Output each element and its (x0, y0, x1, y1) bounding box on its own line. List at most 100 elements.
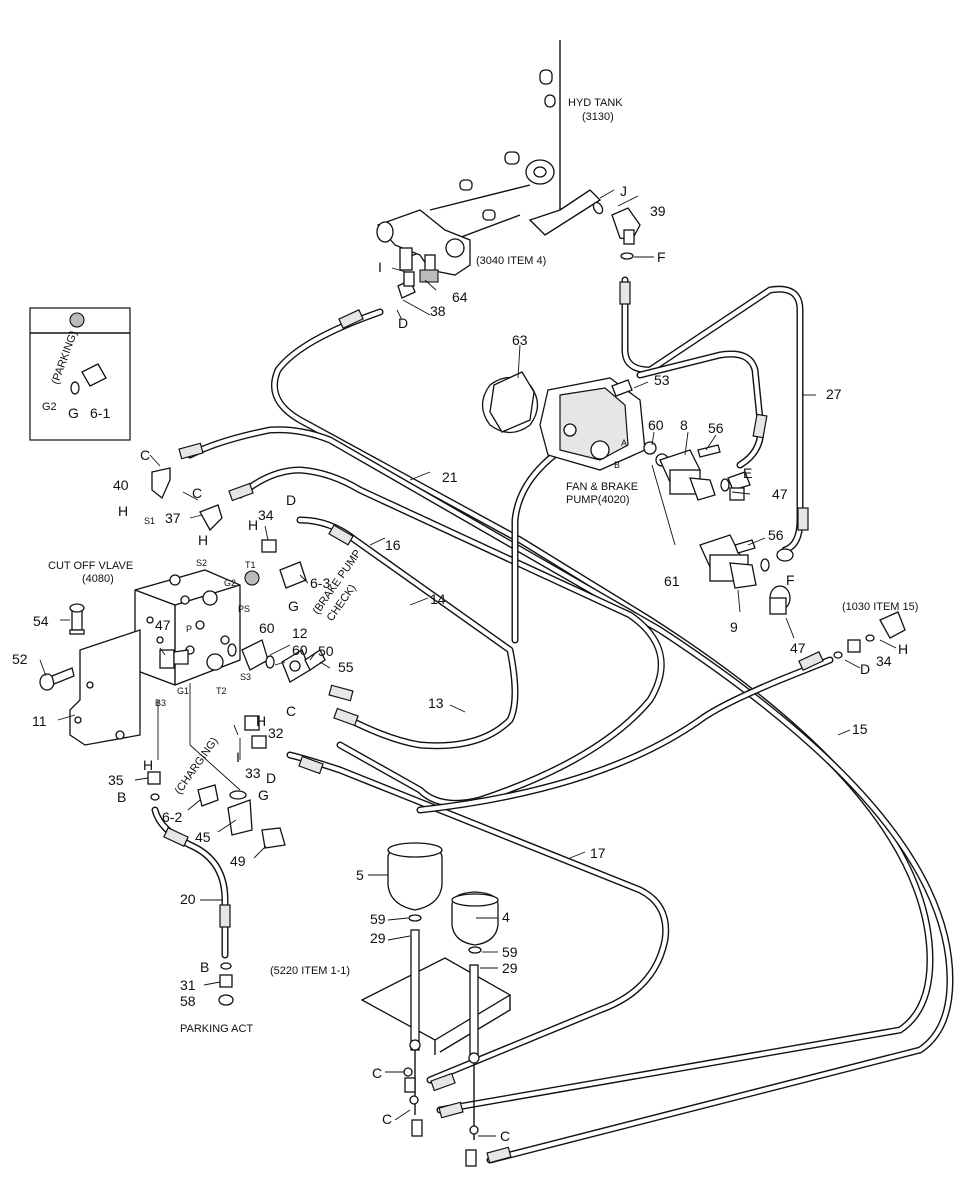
callout-15: 15 (852, 721, 868, 737)
label-cut-off: CUT OFF VLAVE (48, 560, 133, 572)
fittings-1030 (833, 611, 906, 659)
label-parking-act: PARKING ACT (180, 1023, 253, 1035)
accumulator-5 (387, 842, 443, 922)
gasket-63 (489, 371, 535, 433)
label-hyd-tank: HYD TANK (568, 97, 623, 109)
callout-49: 49 (230, 853, 246, 869)
callout-g-low: G (258, 787, 269, 803)
callout-c-top1: C (140, 447, 150, 463)
hose-20 (151, 806, 229, 959)
callout-34-right: 34 (876, 653, 892, 669)
port-s2: S2 (196, 558, 207, 568)
inset-callout-6-1: 6-1 (90, 405, 110, 421)
callout-c-b2: C (382, 1111, 392, 1127)
callout-14: 14 (430, 591, 446, 607)
callout-56-top: 56 (708, 420, 724, 436)
callout-d-top: D (398, 315, 408, 331)
callout-27: 27 (826, 386, 842, 402)
label-cut-off-ref: (4080) (82, 573, 114, 585)
callout-f-top: F (657, 249, 666, 265)
callout-55: 55 (338, 659, 354, 675)
callout-h-40: H (118, 503, 128, 519)
port-s1: S1 (144, 516, 155, 526)
callout-h-low: H (143, 757, 153, 773)
accumulator-4 (451, 891, 499, 954)
callout-12: 12 (292, 625, 308, 641)
callout-f-low: F (786, 572, 795, 588)
port-s3: S3 (240, 672, 251, 682)
callout-21: 21 (442, 469, 458, 485)
callout-c-top2: C (192, 485, 202, 501)
callout-i-top: I (378, 259, 382, 275)
bracket-8 (659, 449, 716, 501)
fittings-47-56 (697, 444, 794, 615)
callout-9: 9 (730, 619, 738, 635)
callout-45: 45 (195, 829, 211, 845)
callout-29-a: 29 (370, 930, 386, 946)
callout-47-low: 47 (790, 640, 806, 656)
callout-5: 5 (356, 867, 364, 883)
callout-33: 33 (245, 765, 261, 781)
callout-39: 39 (650, 203, 666, 219)
callout-6-3: 6-3 (310, 575, 330, 591)
callout-20: 20 (180, 891, 196, 907)
manifold-3040 (376, 209, 471, 299)
bolt-54-washer-52 (39, 603, 85, 691)
callout-52: 52 (12, 651, 28, 667)
callout-60-a: 60 (259, 620, 275, 636)
callout-i-low: I (236, 749, 240, 765)
callout-h-right: H (898, 641, 908, 657)
callout-59-b: 59 (502, 944, 518, 960)
callout-g-mid: G (288, 598, 299, 614)
port-t2: T2 (216, 686, 227, 696)
callout-38: 38 (430, 303, 446, 319)
callout-j: J (620, 183, 627, 199)
port-p: P (186, 624, 192, 634)
callout-c-32: C (286, 703, 296, 719)
callout-47-top: 47 (772, 486, 788, 502)
inset-port-g2: G2 (42, 401, 57, 413)
callout-35: 35 (108, 772, 124, 788)
callout-59-a: 59 (370, 911, 386, 927)
callout-40: 40 (113, 477, 129, 493)
callout-h-34: H (248, 517, 258, 533)
label-3040: (3040 ITEM 4) (476, 255, 546, 267)
callout-29-b: 29 (502, 960, 518, 976)
callout-c-b1: C (372, 1065, 382, 1081)
callout-53: 53 (654, 372, 670, 388)
callout-63: 63 (512, 332, 528, 348)
callout-13: 13 (428, 695, 444, 711)
inset-callout-g: G (68, 405, 79, 421)
label-5220: (5220 ITEM 1-1) (270, 965, 350, 977)
callout-d-low: D (266, 770, 276, 786)
callout-37: 37 (165, 510, 181, 526)
parking-inset: (PARKING) G2 G 6-1 (29, 307, 131, 441)
callout-d-mid: D (286, 492, 296, 508)
hose-ends (163, 281, 824, 1164)
callout-6-2: 6-2 (162, 809, 182, 825)
callout-47-left: 47 (155, 617, 171, 633)
label-1030: (1030 ITEM 15) (842, 601, 918, 613)
port-ps: PS (238, 604, 250, 614)
callout-h-37: H (198, 532, 208, 548)
callout-17: 17 (590, 845, 606, 861)
callout-8: 8 (680, 417, 688, 433)
callout-56-low: 56 (768, 527, 784, 543)
callout-b-top: B (117, 789, 126, 805)
callout-h-32: H (256, 713, 266, 729)
callout-32: 32 (268, 725, 284, 741)
bracket-9 (699, 534, 757, 589)
port-b3: B3 (155, 698, 166, 708)
callout-34-left: 34 (258, 507, 274, 523)
fitting-47-left (159, 649, 189, 669)
label-fan-brake-2: PUMP(4020) (566, 494, 630, 506)
callout-31: 31 (180, 977, 196, 993)
valve-fittings (147, 467, 307, 1006)
callout-16: 16 (385, 537, 401, 553)
callout-b-low: B (200, 959, 209, 975)
port-b: B (614, 460, 620, 470)
callout-e: E (743, 465, 752, 481)
port-t1: T1 (245, 560, 256, 570)
port-g2: G2 (224, 578, 236, 588)
label-fan-brake: FAN & BRAKE (566, 481, 638, 493)
